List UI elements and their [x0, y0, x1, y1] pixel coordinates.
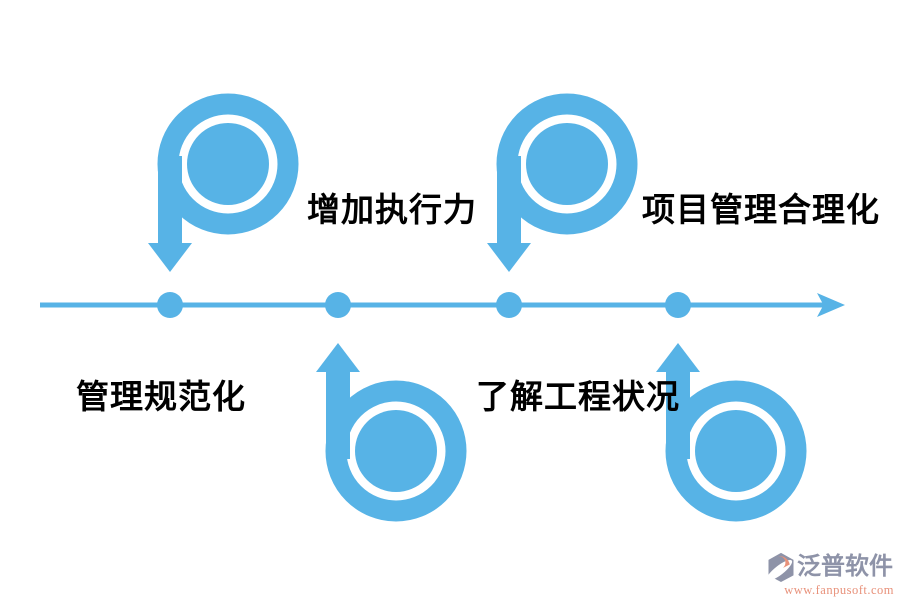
b-loop-arrow-icon — [656, 343, 796, 511]
fanpu-logo-icon — [766, 552, 794, 582]
p-loop-arrow-icon — [148, 104, 288, 272]
milestone-dot — [325, 292, 351, 318]
watermark-brand: 泛普软件 — [797, 553, 893, 580]
milestone-label: 管理规范化 — [76, 378, 246, 415]
watermark-url: www.fanpusoft.com — [784, 583, 894, 597]
p-loop-arrow-icon — [487, 104, 627, 272]
milestone-dot — [665, 292, 691, 318]
milestone-dot — [496, 292, 522, 318]
milestone-label: 了解工程状况 — [476, 378, 680, 415]
milestone-label: 增加执行力 — [307, 191, 477, 228]
b-loop-arrow-icon — [316, 343, 456, 511]
timeline-arrowhead-icon — [817, 293, 845, 317]
watermark: 泛普软件 www.fanpusoft.com — [766, 551, 894, 598]
milestone-dot — [157, 292, 183, 318]
milestone-label: 项目管理合理化 — [642, 191, 880, 228]
